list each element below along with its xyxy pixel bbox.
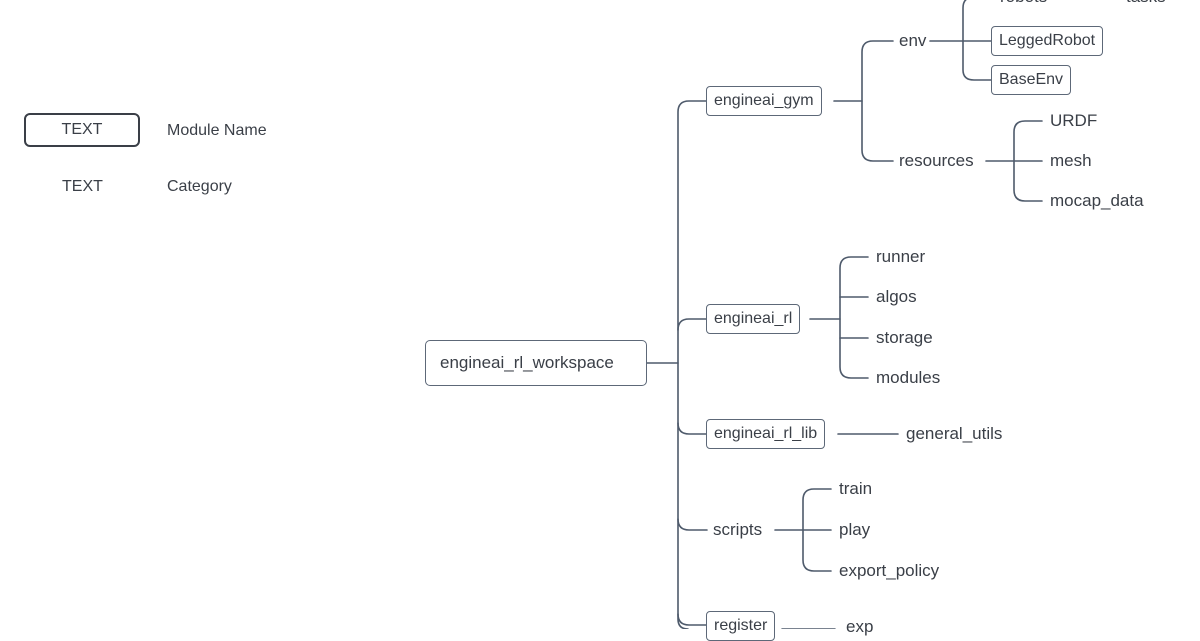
node-resources: resources xyxy=(899,151,974,170)
legend-category-label: Category xyxy=(167,178,232,195)
connector-trunk xyxy=(677,100,708,629)
node-modules: modules xyxy=(876,368,941,387)
connector-register xyxy=(677,613,708,626)
node-train: train xyxy=(839,479,873,498)
node-general-utils: general_utils xyxy=(906,424,1003,443)
node-mocap-data: mocap_data xyxy=(1050,191,1144,210)
node-runner: runner xyxy=(876,247,926,266)
connector-resources-branch xyxy=(1013,120,1043,202)
node-register: register xyxy=(706,611,776,641)
node-engineai-rl-lib: engineai_rl_lib xyxy=(706,419,826,449)
connector-env-branch xyxy=(962,0,992,81)
node-base-env: BaseEnv xyxy=(991,65,1072,95)
node-env: env xyxy=(899,31,927,50)
node-engineai-rl: engineai_rl xyxy=(706,304,801,334)
node-play: play xyxy=(839,520,871,539)
node-storage: storage xyxy=(876,328,933,347)
legend-category-sample: TEXT xyxy=(62,178,103,195)
connector-scripts xyxy=(677,518,708,531)
connector-rl-branch xyxy=(839,256,869,379)
node-engineai-gym: engineai_gym xyxy=(706,86,822,116)
legend-module-sample: TEXT xyxy=(24,113,140,147)
node-legged-robot: LeggedRobot xyxy=(991,26,1104,56)
node-robots: robots xyxy=(1000,0,1047,7)
node-root: engineai_rl_workspace xyxy=(425,340,647,386)
node-exp: exp xyxy=(846,617,874,636)
connector-gym-branch xyxy=(861,40,894,162)
node-algos: algos xyxy=(876,287,917,306)
node-scripts: scripts xyxy=(713,520,763,539)
legend-module-label: Module Name xyxy=(167,122,267,139)
connector-engineai-rl-lib xyxy=(677,422,708,435)
connector-scripts-branch xyxy=(802,488,832,572)
node-tasks: tasks xyxy=(1126,0,1166,7)
node-export-policy: export_policy xyxy=(839,561,940,580)
connector-engineai-rl xyxy=(677,318,708,331)
node-urdf: URDF xyxy=(1050,111,1098,130)
node-mesh: mesh xyxy=(1050,151,1092,170)
